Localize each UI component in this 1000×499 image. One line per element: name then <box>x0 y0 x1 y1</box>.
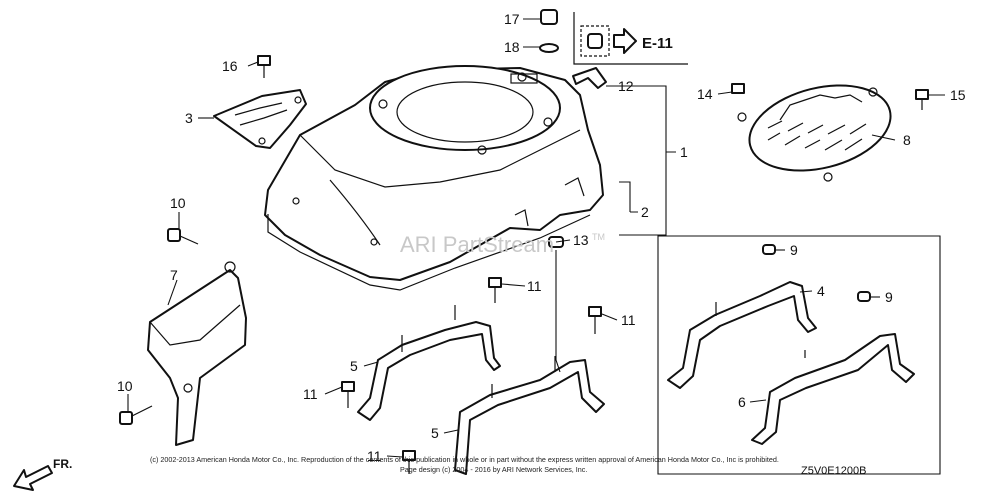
screw-part-9-a[interactable] <box>762 244 776 255</box>
callout-9-a: 9 <box>790 242 798 258</box>
group-box <box>657 235 941 475</box>
callout-11-b: 11 <box>621 312 636 328</box>
callout-3: 3 <box>185 110 193 126</box>
callout-10-lower: 10 <box>117 378 133 394</box>
heat-shield-part-7[interactable] <box>147 261 247 446</box>
bolt-part-11-c[interactable] <box>341 381 355 408</box>
bolt-part-16[interactable] <box>257 55 271 78</box>
callout-10-upper: 10 <box>170 195 186 211</box>
callout-12: 12 <box>618 78 634 94</box>
callout-17: 17 <box>504 11 520 27</box>
flange-nut-part-17[interactable] <box>540 9 558 25</box>
bolt-part-11-a[interactable] <box>488 277 502 303</box>
reference-label: E-11 <box>642 35 673 52</box>
callout-15: 15 <box>950 87 966 103</box>
callout-6: 6 <box>738 394 746 410</box>
callout-11-d: 11 <box>367 448 382 464</box>
leader-lines <box>127 18 945 458</box>
callout-4: 4 <box>817 283 825 299</box>
callout-13: 13 <box>573 232 589 248</box>
front-direction-label: FR. <box>53 457 72 471</box>
front-direction-arrow: FR. <box>13 457 72 491</box>
watermark-tm: TM <box>592 232 605 242</box>
callout-11-a: 11 <box>527 278 542 294</box>
callout-7: 7 <box>170 267 178 283</box>
bolt-part-14[interactable] <box>731 83 745 94</box>
fan-cover-part[interactable] <box>264 65 604 291</box>
callout-5-lower: 5 <box>431 425 439 441</box>
bolt-part-11-b[interactable] <box>588 306 602 334</box>
bolt-part-10-lower[interactable] <box>119 405 153 425</box>
callout-14: 14 <box>697 86 713 102</box>
callout-16: 16 <box>222 58 238 74</box>
bolt-part-10-upper[interactable] <box>167 228 199 245</box>
watermark: ARI PartStream <box>400 232 554 257</box>
stay-part-5-lower[interactable] <box>454 356 605 475</box>
callout-11-c: 11 <box>303 386 318 402</box>
bolt-part-11-d[interactable] <box>402 450 416 474</box>
clip-part-12[interactable] <box>572 67 607 89</box>
stay-part-5-upper[interactable] <box>357 305 501 421</box>
callout-8: 8 <box>903 132 911 148</box>
guide-plate-part-8[interactable] <box>737 72 900 184</box>
shroud-part-3[interactable] <box>213 89 307 149</box>
stay-part-4[interactable] <box>667 281 817 389</box>
callout-18: 18 <box>504 39 520 55</box>
reference-e11[interactable]: E-11 <box>573 12 688 65</box>
copyright-notice: (c) 2002-2013 American Honda Motor Co., … <box>150 455 779 464</box>
page-design-notice: Page design (c) 2004 - 2016 by ARI Netwo… <box>400 465 587 474</box>
screw-part-9-b[interactable] <box>857 291 871 302</box>
callout-1: 1 <box>680 144 688 160</box>
washer-part-18[interactable] <box>539 43 559 53</box>
callout-2: 2 <box>641 204 649 220</box>
diagram-code: Z5V0E1200B <box>801 465 866 477</box>
stay-part-6[interactable] <box>751 333 915 445</box>
callout-5-upper: 5 <box>350 358 358 374</box>
callout-9-b: 9 <box>885 289 893 305</box>
bolt-part-15[interactable] <box>915 89 929 110</box>
